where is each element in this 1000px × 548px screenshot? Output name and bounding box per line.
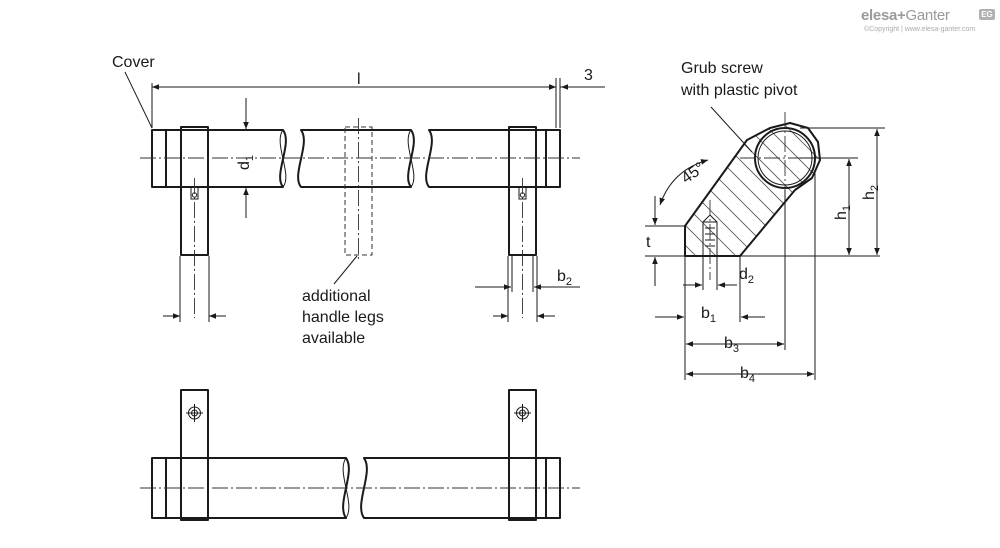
- grub-line-2: with plastic pivot: [680, 82, 798, 99]
- label-b2: b2: [557, 268, 572, 288]
- dimension-b2: b2: [475, 256, 580, 292]
- label-h2: h2: [861, 185, 881, 200]
- label-b4: b4: [740, 365, 755, 385]
- bar-middle-segment: [297, 129, 415, 188]
- label-cover: Cover: [112, 54, 155, 71]
- additional-legs-note: additional handle legs available: [302, 255, 384, 347]
- label-t: t: [646, 234, 651, 251]
- side-view: Grub screw with plastic pivot 45° t d2 b…: [645, 60, 885, 385]
- copyright-text: ©Copyright | www.elesa-ganter.com: [864, 26, 976, 33]
- legs-line-1: additional: [302, 288, 371, 305]
- bar-right-segment: [425, 129, 561, 188]
- dimension-d1: d1: [236, 98, 256, 218]
- logo-elesa: elesa: [861, 7, 898, 24]
- label-b1: b1: [701, 305, 716, 325]
- additional-leg-hidden: [344, 126, 373, 256]
- label-d1: d1: [236, 155, 256, 170]
- front-view: [140, 118, 580, 318]
- cover-callout: Cover: [112, 54, 155, 129]
- top-leg-left: [180, 389, 209, 521]
- top-view: [140, 389, 580, 521]
- label-l: l: [357, 71, 361, 88]
- legs-line-3: available: [302, 330, 365, 347]
- label-45: 45°: [679, 159, 709, 187]
- top-bar-right: [360, 457, 561, 519]
- side-body-outline: [684, 122, 821, 257]
- brand-logo: elesa+Ganter: [861, 7, 950, 24]
- logo-plus: +: [897, 7, 906, 24]
- grub-line-1: Grub screw: [681, 60, 763, 77]
- legs-line-2: handle legs: [302, 309, 384, 326]
- logo-ganter: Ganter: [905, 7, 950, 24]
- label-b3: b3: [724, 335, 739, 355]
- bar-left-segment: [151, 129, 287, 188]
- label-d2: d2: [739, 266, 754, 286]
- logo-badge: EG: [979, 9, 995, 20]
- label-3: 3: [584, 67, 593, 84]
- dimension-l: l 3: [151, 67, 605, 128]
- label-h1: h1: [833, 205, 853, 220]
- top-leg-right: [508, 389, 537, 521]
